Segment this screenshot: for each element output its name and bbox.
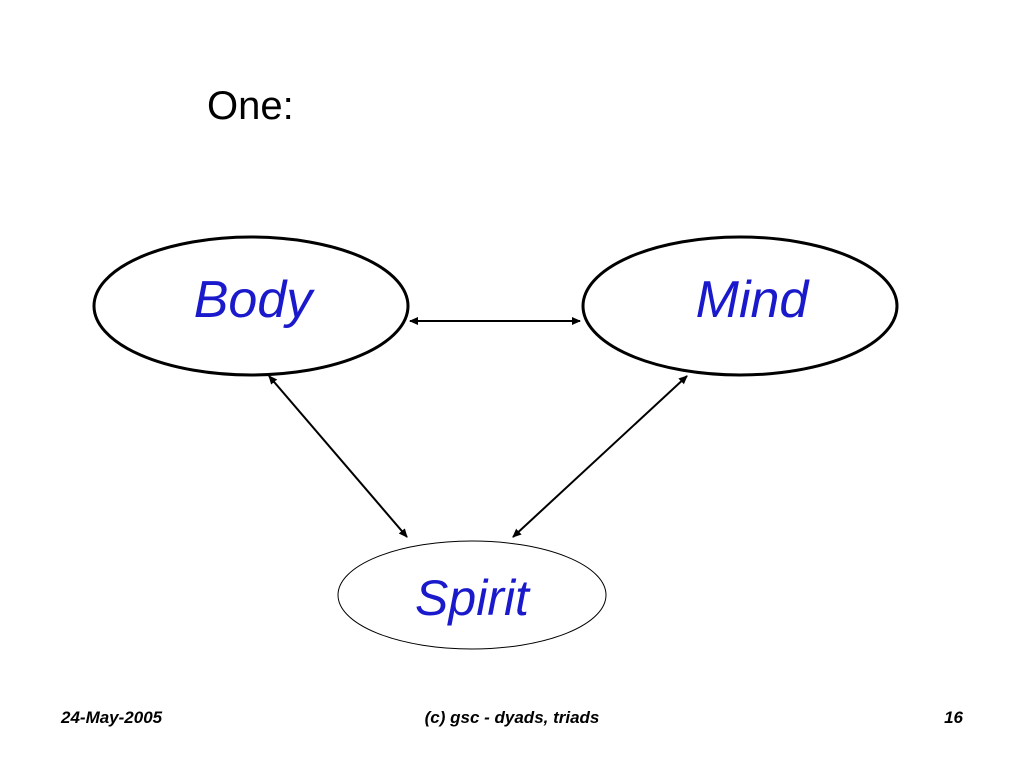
node-spirit: Spirit [337, 540, 607, 650]
node-body-shape [92, 235, 410, 377]
connector-body-spirit [268, 375, 408, 538]
page-number: 16 [944, 708, 963, 727]
node-spirit-label: Spirit [415, 570, 531, 626]
node-mind-label: Mind [696, 271, 811, 329]
slide-title: One: [207, 84, 294, 128]
footer-date: 24-May-2005 [61, 708, 163, 727]
node-body: Body [92, 235, 410, 377]
node-mind-shape [581, 235, 899, 377]
node-body-label: Body [194, 271, 316, 329]
footer-title: (c) gsc - dyads, triads [424, 708, 600, 727]
connector-mind-spirit [512, 375, 688, 538]
node-mind: Mind [581, 235, 899, 377]
node-spirit-shape [337, 540, 607, 650]
